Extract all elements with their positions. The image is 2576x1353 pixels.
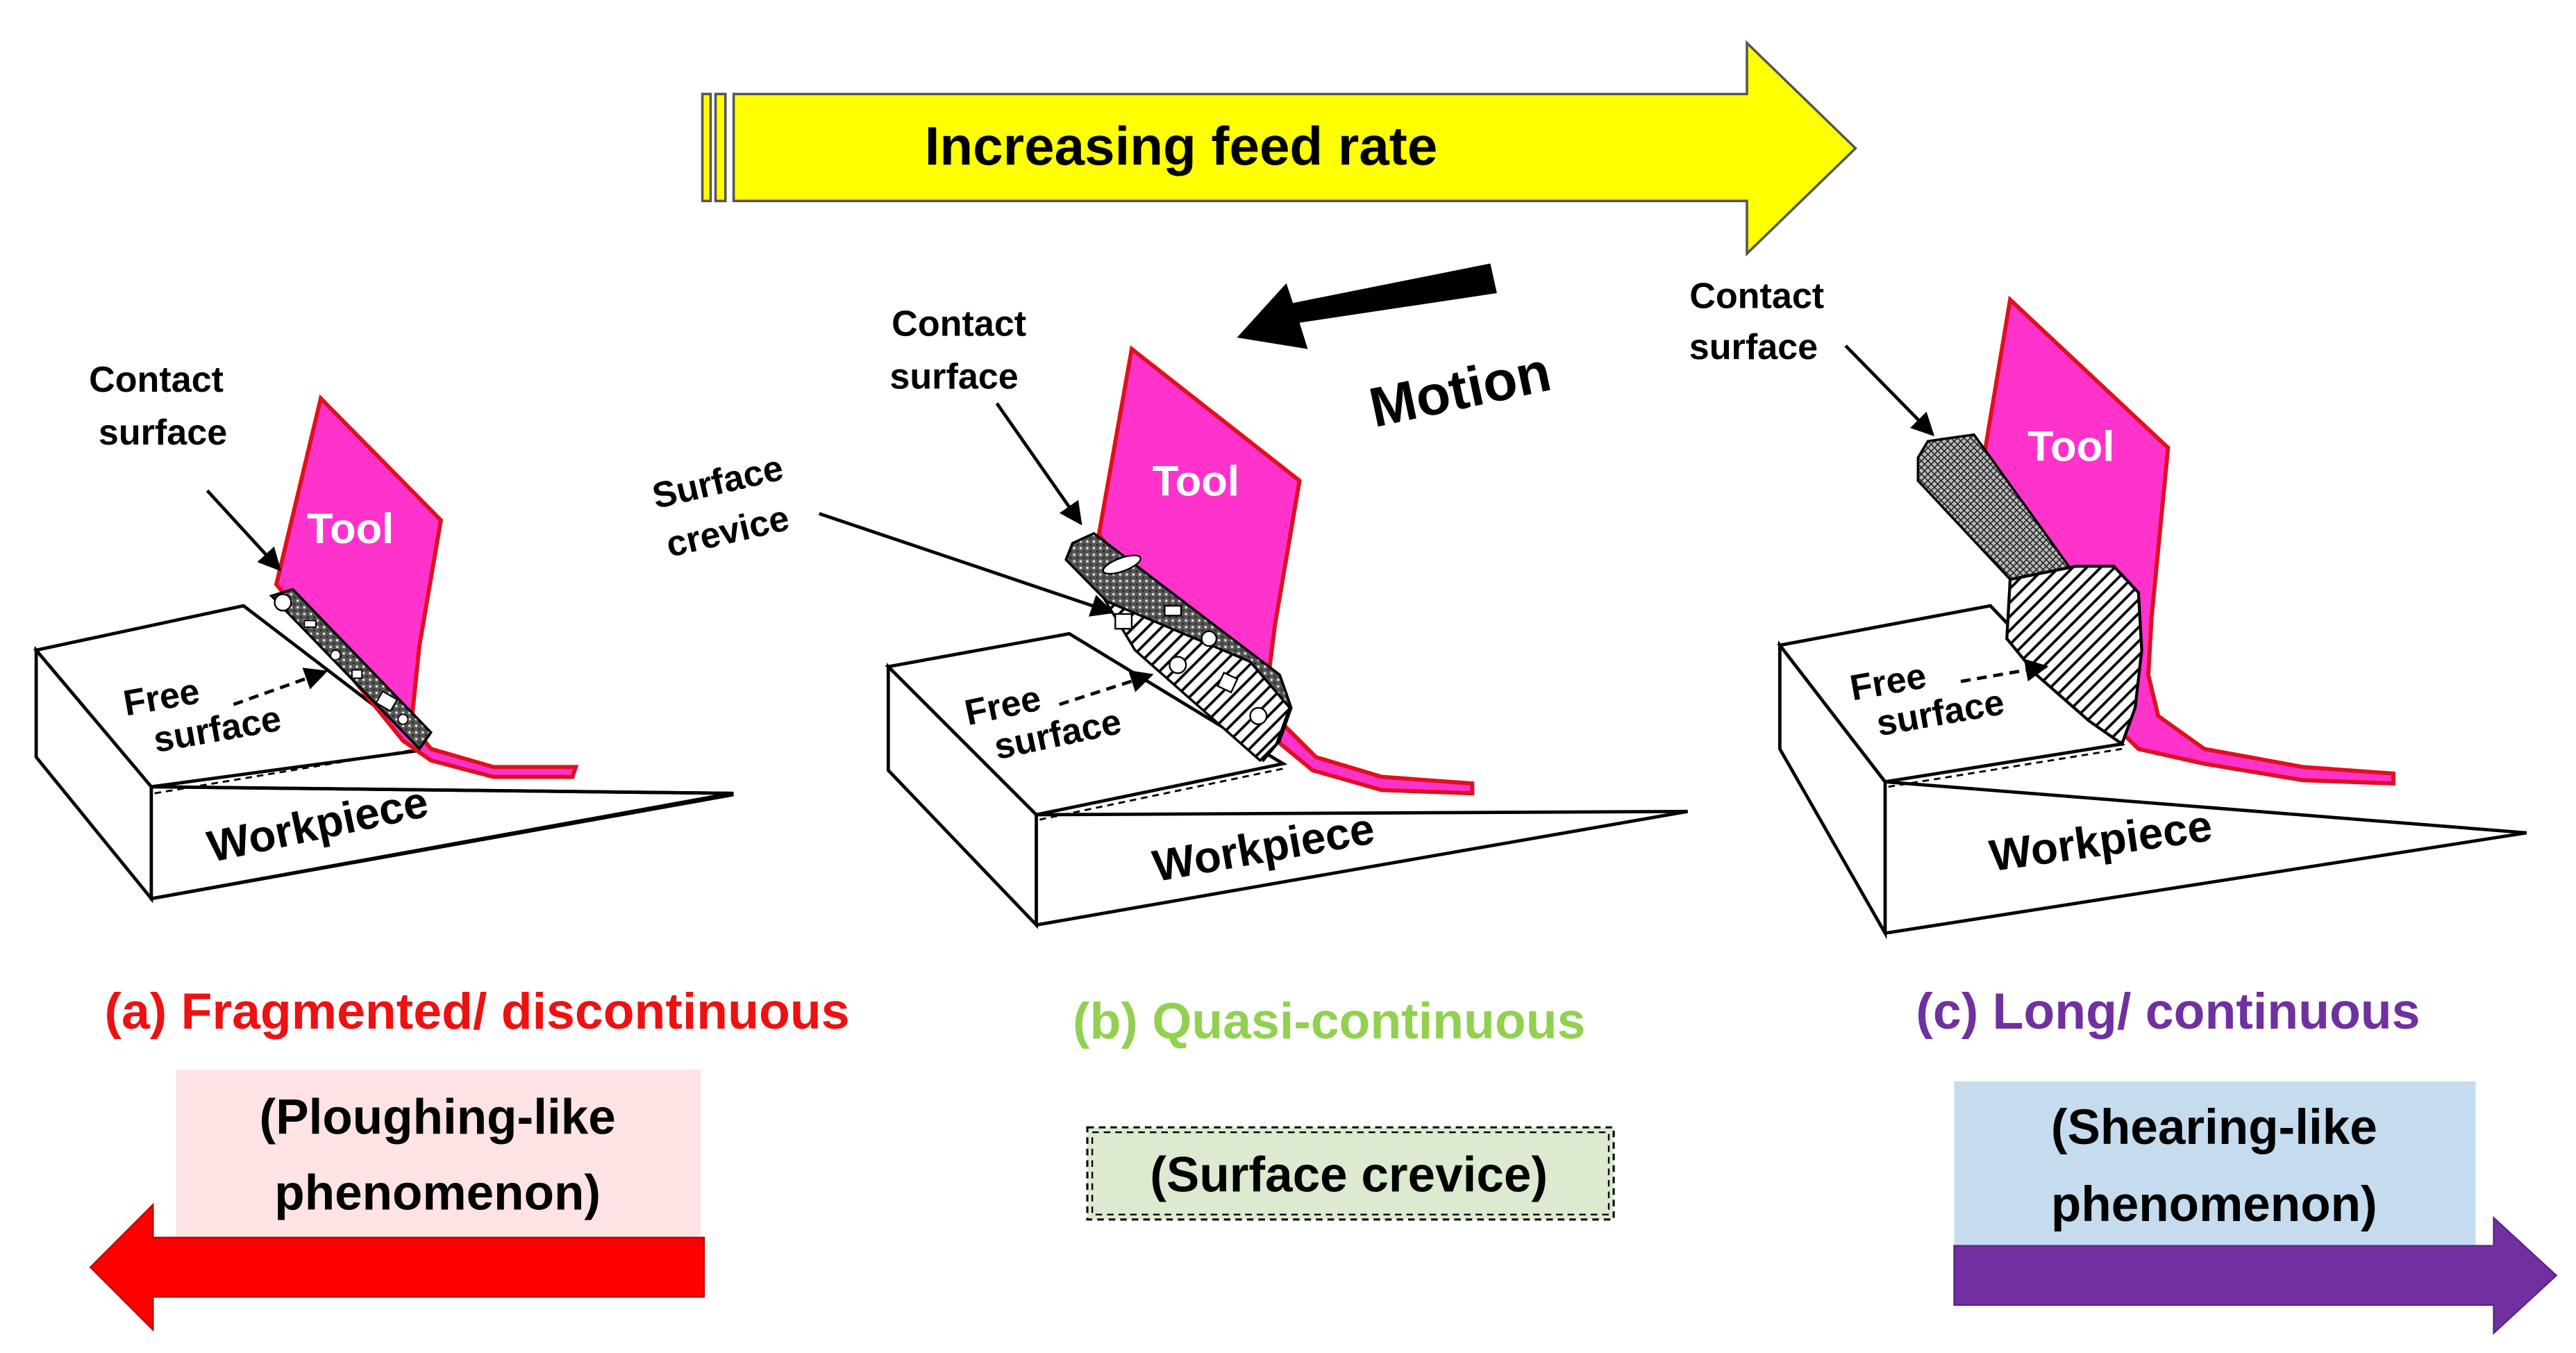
contact-label-a-line2: surface	[99, 413, 227, 453]
contact-label-a-line1: Contact	[89, 360, 224, 400]
title-a: (a) Fragmented/ discontinuous	[105, 983, 850, 1040]
workpiece-label-b: Workpiece	[1149, 803, 1378, 891]
feed-rate-arrow: Increasing feed rate	[701, 40, 1857, 257]
contact-surface-callout-a: Contact surface	[89, 360, 281, 572]
workpiece-a	[33, 604, 734, 904]
chip-b	[1064, 531, 1293, 763]
caption-c-line1: (Shearing-like	[2051, 1100, 2377, 1155]
contact-surface-callout-b: Contact surface	[889, 304, 1082, 526]
contact-label-b-line1: Contact	[892, 304, 1026, 345]
tool-a	[274, 394, 579, 779]
caption-c-line2: phenomenon)	[2051, 1177, 2377, 1232]
motion-arrow: Motion	[1237, 263, 1556, 440]
contact-label-c-line1: Contact	[1689, 276, 1824, 316]
motion-label: Motion	[1364, 340, 1556, 440]
tool-b	[1096, 345, 1475, 796]
caption-b: (Surface crevice)	[1086, 1126, 1615, 1221]
caption-a: (Ploughing-like phenomenon)	[89, 1070, 705, 1332]
panel-a: Tool Contact surface Free surface Workpi…	[33, 360, 734, 904]
chip-c	[1916, 433, 2143, 747]
caption-c: (Shearing-like phenomenon)	[1953, 1081, 2558, 1335]
feed-rate-label: Increasing feed rate	[925, 115, 1438, 176]
title-c: (c) Long/ continuous	[1916, 983, 2420, 1040]
workpiece-label-c: Workpiece	[1987, 800, 2215, 881]
contact-label-c-line2: surface	[1689, 327, 1818, 367]
contact-label-b-line2: surface	[889, 356, 1018, 397]
panel-c: Tool Contact surface Free surface Workpi…	[1689, 276, 2527, 940]
shearing-arrow	[1953, 1215, 2558, 1335]
caption-a-line2: phenomenon)	[274, 1166, 601, 1221]
tool-label-a: Tool	[307, 505, 394, 553]
ploughing-arrow	[89, 1202, 705, 1332]
tool-c	[1982, 295, 2395, 786]
panel-b: Tool Contact surface Surface crevice Fre…	[649, 304, 1689, 929]
caption-a-line1: (Ploughing-like	[260, 1090, 616, 1145]
surface-crevice-callout-b: Surface crevice	[649, 448, 1114, 617]
contact-surface-callout-c: Contact surface	[1689, 276, 1935, 437]
tool-label-c: Tool	[2027, 423, 2114, 471]
workpiece-b	[885, 631, 1689, 929]
workpiece-c	[1777, 604, 2527, 940]
tool-label-b: Tool	[1153, 457, 1239, 505]
chip-a	[269, 588, 433, 752]
title-b: (b) Quasi-continuous	[1073, 993, 1585, 1049]
caption-b-text: (Surface crevice)	[1150, 1148, 1548, 1203]
